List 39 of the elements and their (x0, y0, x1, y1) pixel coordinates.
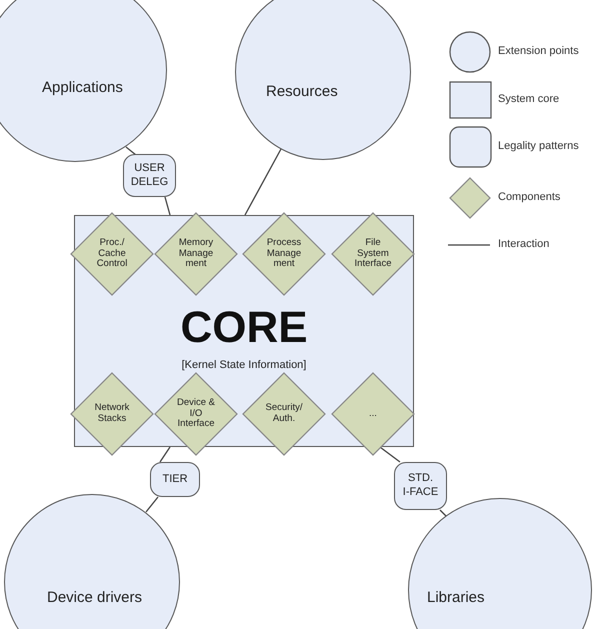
component-diamond (155, 373, 237, 455)
interaction-line (126, 146, 136, 156)
component-label: Memory Manage ment (178, 238, 214, 270)
component-label: Proc./ Cache Control (96, 238, 128, 270)
component-diamond (332, 213, 414, 295)
interaction-line (380, 446, 400, 463)
component-diamond (71, 213, 153, 295)
component-diamond (243, 373, 325, 455)
legend-label: Extension points (498, 45, 579, 57)
interaction-line (164, 196, 171, 216)
interaction-line (159, 446, 171, 462)
pattern-label: STD. I-FACE (402, 472, 440, 500)
extension-label: Applications (42, 79, 123, 96)
core-title: CORE (180, 303, 308, 353)
pattern-label: TIER (162, 472, 188, 486)
component-diamond (332, 373, 414, 455)
interaction-line (146, 496, 158, 512)
legality-pattern-box (150, 462, 200, 497)
extension-label: Device drivers (47, 589, 142, 606)
component-label: Device & I/O Interface (176, 398, 216, 430)
legality-pattern-box (394, 462, 447, 510)
pattern-label: USER DELEG (130, 162, 170, 190)
legend-label: Components (498, 191, 560, 203)
interaction-line (244, 148, 282, 216)
component-label: Security/ Auth. (264, 403, 304, 425)
legend-label: Legality patterns (498, 140, 579, 152)
component-label: Process Manage ment (266, 238, 302, 270)
legend-label: System core (498, 93, 560, 105)
component-diamond (71, 373, 153, 455)
extension-label: Libraries (427, 589, 485, 606)
component-diamond (155, 213, 237, 295)
legality-pattern-box (123, 154, 176, 197)
component-label: ... (369, 408, 377, 420)
legend-label: Interaction (498, 238, 550, 250)
core-subtitle: [Kernel State Information] (182, 359, 306, 371)
extension-label: Resources (266, 83, 338, 100)
component-diamond (243, 213, 325, 295)
component-label: File System Interface (354, 238, 392, 270)
component-label: Network Stacks (94, 403, 130, 425)
